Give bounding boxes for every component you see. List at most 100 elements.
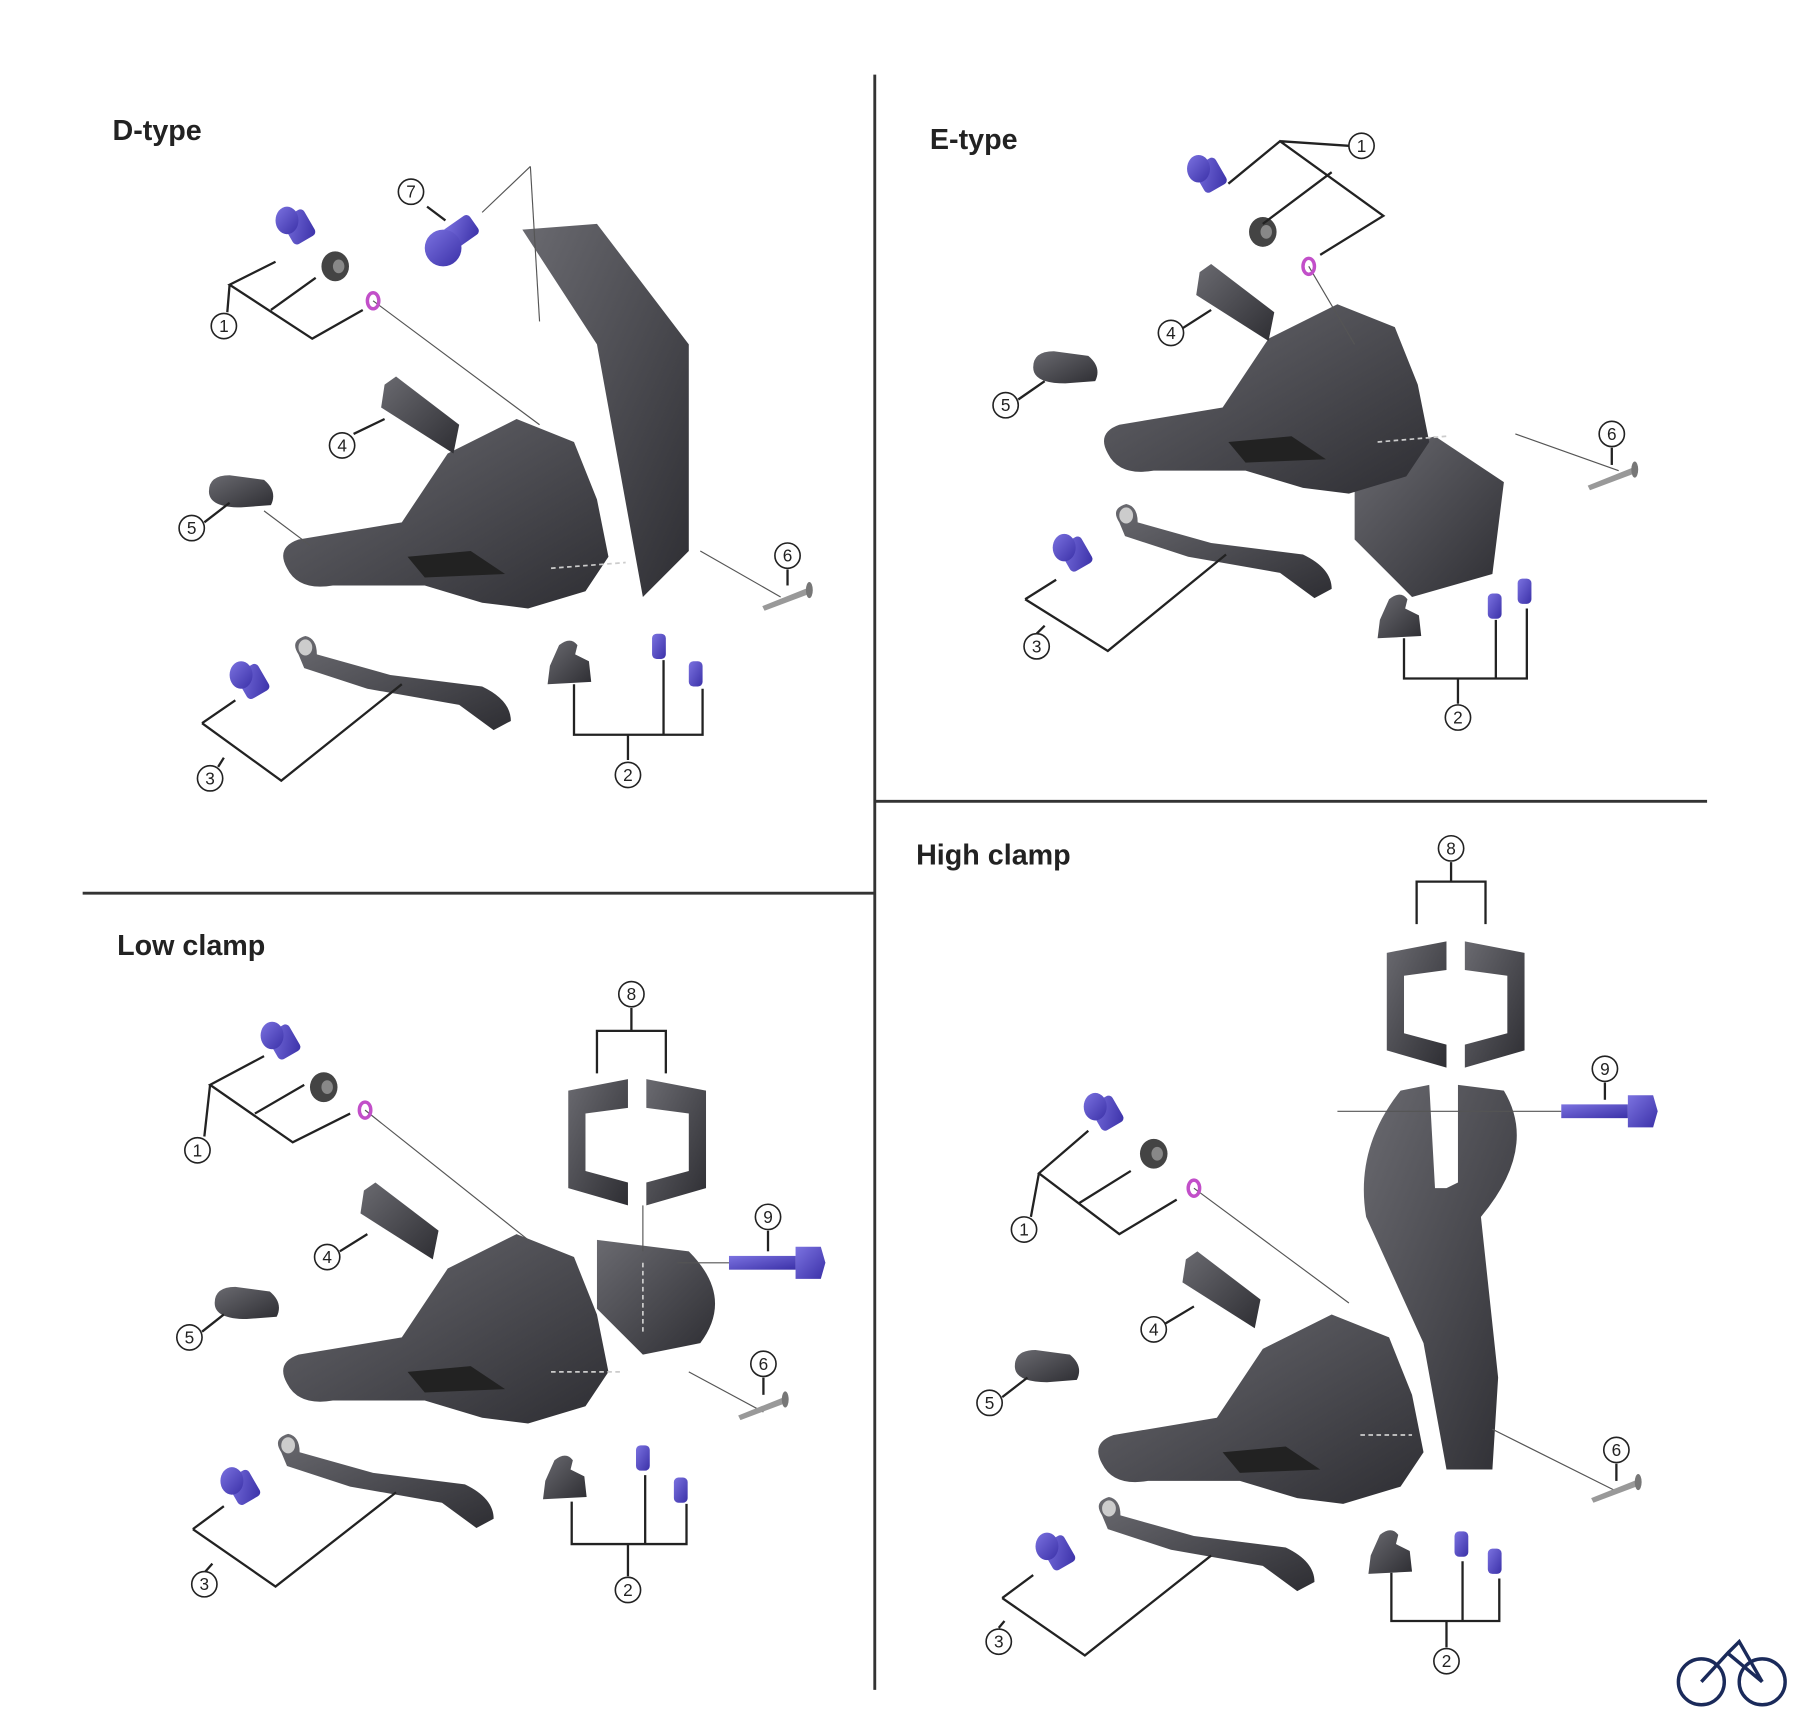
pad-part-4: [1182, 1251, 1261, 1329]
bolt-part-1: [260, 1021, 303, 1062]
callout-5: 5: [175, 1323, 203, 1351]
callout-2: 2: [1444, 704, 1472, 731]
svg-text:4: 4: [1149, 1319, 1159, 1339]
svg-text:1: 1: [193, 1140, 203, 1160]
clip-part-2: [1368, 1530, 1413, 1574]
callout-3: 3: [196, 764, 224, 792]
svg-text:5: 5: [1001, 395, 1011, 415]
panel-title: E-type: [930, 124, 1018, 156]
callout-6: 6: [774, 542, 801, 570]
callout-8: 8: [617, 980, 645, 1008]
callout-9: 9: [754, 1203, 782, 1231]
svg-text:2: 2: [623, 1580, 633, 1600]
svg-text:5: 5: [985, 1393, 995, 1413]
svg-text:4: 4: [1166, 323, 1176, 343]
pin-part-2b: [1517, 578, 1532, 604]
panel-e-type: E-type 1 2 3 4 5 6: [930, 124, 1639, 731]
callout-6: 6: [749, 1350, 777, 1378]
svg-text:4: 4: [322, 1247, 332, 1267]
svg-text:7: 7: [406, 182, 416, 202]
callout-4: 4: [313, 1243, 341, 1271]
panel-title: High clamp: [916, 839, 1071, 871]
pad-part-4: [360, 1182, 439, 1260]
oring-part-1: [1186, 1178, 1202, 1198]
svg-text:1: 1: [1357, 136, 1367, 156]
bolt-part-7: [424, 213, 481, 267]
pin-part-2a: [1487, 593, 1502, 619]
washer-part-1: [321, 251, 349, 282]
callout-5: 5: [976, 1389, 1004, 1417]
pin-part-2b: [1487, 1548, 1502, 1574]
cap-part-5: [1033, 351, 1098, 384]
lever-part-3: [277, 1433, 494, 1528]
oring-part-1: [357, 1100, 373, 1120]
washer-part-1: [1139, 1138, 1168, 1169]
svg-text:6: 6: [783, 546, 793, 566]
svg-text:4: 4: [337, 435, 347, 455]
callout-1: 1: [210, 312, 238, 340]
callout-3: 3: [1023, 632, 1051, 660]
bolt-part-3: [229, 661, 272, 701]
bolt-part-9: [728, 1246, 826, 1279]
bolt-part-3: [1052, 533, 1095, 574]
lever-part-3: [1098, 1496, 1315, 1592]
pin-part-2a: [652, 633, 666, 659]
pin-part-6: [1587, 461, 1639, 491]
callout-2: 2: [614, 1576, 642, 1604]
pin-part-2b: [688, 661, 703, 687]
svg-text:9: 9: [763, 1207, 773, 1227]
clip-part-2: [547, 640, 592, 685]
callout-3: 3: [985, 1628, 1013, 1656]
cap-part-5: [214, 1286, 279, 1320]
svg-text:1: 1: [219, 316, 229, 336]
svg-text:5: 5: [185, 1327, 195, 1347]
pad-part-4: [381, 376, 460, 454]
panel-title: Low clamp: [117, 930, 265, 962]
callout-8: 8: [1437, 834, 1465, 862]
pin-part-2b: [673, 1477, 688, 1503]
washer-part-1: [1249, 216, 1277, 247]
pad-part-4: [1196, 264, 1275, 341]
callout-1: 1: [1010, 1216, 1038, 1243]
front-derailleur-mount-arm: [522, 223, 689, 597]
svg-text:6: 6: [1612, 1440, 1622, 1460]
pin-part-6: [738, 1391, 789, 1421]
callout-1: 1: [1348, 132, 1375, 160]
bolt-part-9: [1561, 1095, 1658, 1128]
bicycle-logo-icon: [1676, 1638, 1787, 1707]
svg-text:3: 3: [994, 1632, 1004, 1652]
callout-4: 4: [328, 431, 356, 459]
clip-part-2: [1377, 594, 1422, 639]
front-derailleur-body: [1098, 1314, 1424, 1504]
high-clamp-band: [1363, 1084, 1517, 1470]
svg-text:8: 8: [627, 984, 637, 1004]
svg-text:3: 3: [205, 768, 215, 788]
svg-text:6: 6: [1607, 424, 1617, 444]
bolt-part-1: [275, 206, 317, 247]
svg-text:1: 1: [1019, 1220, 1029, 1240]
panel-high-clamp: High clamp 1 2 3 4 5 6 8 9: [916, 834, 1658, 1675]
pin-part-6: [762, 582, 813, 611]
lever-part-3: [295, 635, 511, 731]
callout-1: 1: [184, 1136, 211, 1164]
cap-part-5: [208, 475, 274, 508]
panel-title: D-type: [113, 115, 202, 147]
bolt-part-1: [1083, 1092, 1126, 1133]
callout-9: 9: [1591, 1055, 1619, 1083]
callout-4: 4: [1140, 1315, 1168, 1343]
low-clamp-band: [596, 1239, 716, 1355]
svg-text:5: 5: [187, 518, 197, 538]
bolt-part-1: [1187, 154, 1229, 195]
callout-3: 3: [190, 1570, 218, 1598]
callout-6: 6: [1598, 420, 1626, 448]
svg-text:9: 9: [1600, 1059, 1610, 1079]
callout-5: 5: [992, 391, 1020, 419]
clamp-band-part-8: [1386, 941, 1525, 1068]
panel-d-type: D-type 1 2 3 4 5 6 7: [113, 115, 813, 792]
callout-7: 7: [397, 178, 425, 206]
svg-text:2: 2: [623, 765, 633, 785]
bolt-part-3: [1035, 1532, 1077, 1573]
clamp-band-part-8: [568, 1079, 707, 1206]
callout-2: 2: [614, 761, 642, 789]
